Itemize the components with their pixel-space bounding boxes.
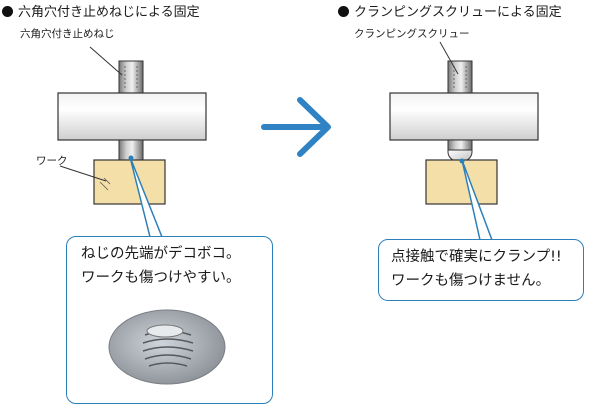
right-screw-leader (439, 41, 459, 75)
right-work (425, 159, 498, 205)
bullet-icon (338, 6, 349, 17)
right-callout-line1: 点接触で確実にクランプ!! (391, 249, 562, 265)
left-callout: ねじの先端がデコボコ。 ワークも傷つけやすい。 (66, 236, 273, 404)
right-callout-line2: ワークも傷つけません。 (391, 273, 551, 289)
left-callout-line1: ねじの先端がデコボコ。 (81, 246, 241, 262)
left-screw-leader (89, 46, 123, 76)
right-heading: クランピングスクリューによる固定 (338, 1, 562, 20)
left-heading: 六角穴付き止めねじによる固定 (2, 1, 200, 20)
screw-tip-photo (108, 309, 226, 385)
right-callout: 点接触で確実にクランプ!! ワークも傷つけません。 (378, 239, 584, 301)
left-shaft (57, 92, 207, 141)
left-work-label: ワーク (36, 155, 68, 167)
right-shaft (389, 92, 539, 141)
right-heading-text: クランピングスクリューによる固定 (354, 5, 562, 20)
left-callout-line2: ワークも傷つけやすい。 (81, 270, 241, 286)
left-heading-text: 六角穴付き止めねじによる固定 (18, 5, 200, 20)
left-work (93, 159, 166, 205)
left-work-leader (59, 165, 107, 182)
right-screw-bottom (447, 139, 473, 151)
left-screw-top (118, 60, 144, 94)
right-screw-top (447, 60, 473, 94)
right-screw-label: クランピングスクリュー (354, 28, 470, 40)
bullet-icon (2, 6, 13, 17)
left-screw-label: 六角穴付き止めねじ (20, 28, 115, 40)
